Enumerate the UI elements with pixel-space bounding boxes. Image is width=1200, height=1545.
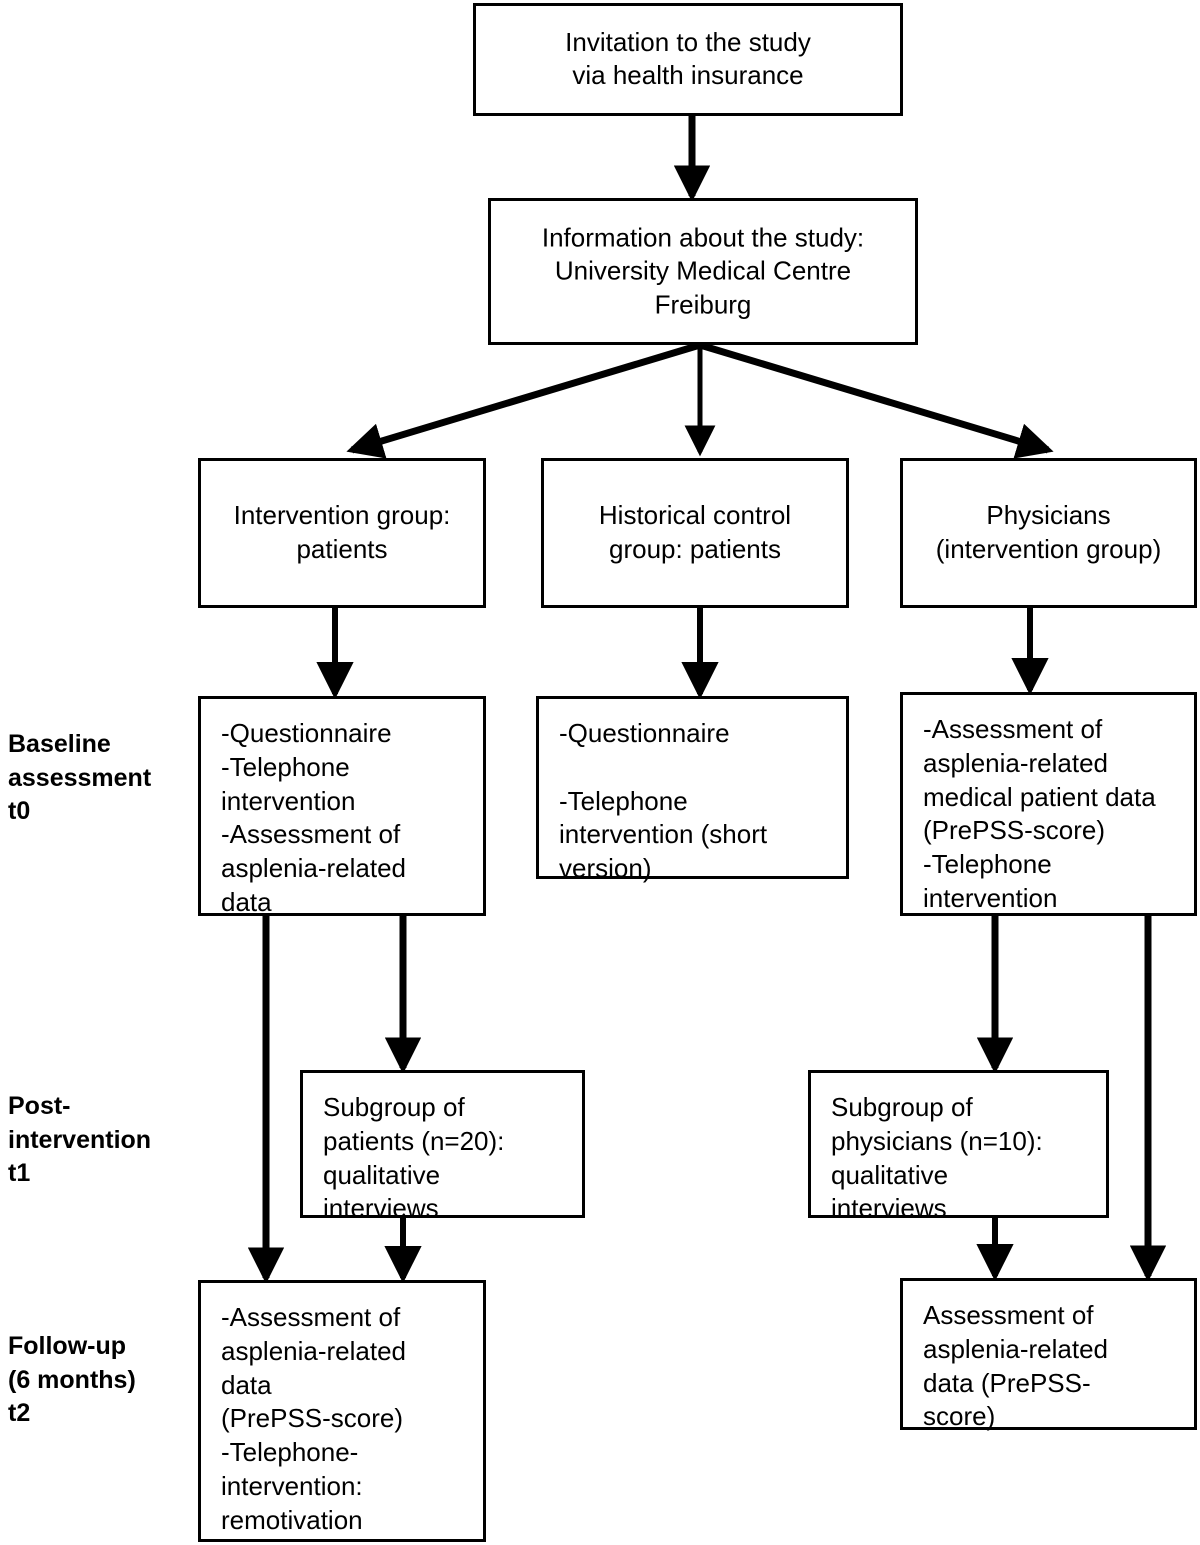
node-baseline-physicians-text: -Assessment of asplenia-related medical …: [923, 714, 1156, 913]
edge-information-to-intervention-group: [346, 341, 702, 459]
node-baseline-control[interactable]: -Questionnaire -Telephone intervention (…: [536, 696, 849, 883]
node-followup-physicians[interactable]: Assessment of asplenia-related data (Pre…: [900, 1278, 1197, 1431]
node-information[interactable]: Information about the study: University …: [488, 198, 918, 345]
node-physicians-text: Physicians (intervention group): [935, 500, 1162, 564]
node-control-group[interactable]: Historical control group: patients: [541, 458, 849, 608]
node-information-text: Information about the study: University …: [541, 221, 865, 320]
node-baseline-intervention-text: -Questionnaire -Telephone intervention -…: [221, 718, 407, 917]
node-followup-physicians-text: Assessment of asplenia-related data (Pre…: [923, 1300, 1109, 1432]
node-followup-patients-text: -Assessment of asplenia-related data (Pr…: [221, 1302, 407, 1535]
stage-label-followup: Follow-up (6 months) t2: [8, 1332, 136, 1427]
node-subgroup-patients[interactable]: Subgroup of patients (n=20): qualitative…: [300, 1070, 585, 1223]
stage-label-post-intervention: Post- intervention t1: [8, 1092, 152, 1187]
node-subgroup-physicians[interactable]: Subgroup of physicians (n=10): qualitati…: [808, 1070, 1109, 1223]
node-invitation-text: Invitation to the study via health insur…: [565, 26, 811, 91]
node-intervention-group[interactable]: Intervention group: patients: [198, 458, 486, 608]
node-physicians[interactable]: Physicians (intervention group): [900, 458, 1197, 608]
node-intervention-group-text: Intervention group: patients: [233, 500, 451, 564]
node-followup-patients[interactable]: -Assessment of asplenia-related data (Pr…: [198, 1280, 486, 1542]
node-baseline-control-text: -Questionnaire -Telephone intervention (…: [559, 718, 768, 884]
node-invitation[interactable]: Invitation to the study via health insur…: [473, 3, 903, 116]
edge-information-to-physicians: [698, 341, 1054, 459]
node-control-group-text: Historical control group: patients: [598, 500, 792, 564]
node-subgroup-patients-text: Subgroup of patients (n=20): qualitative…: [323, 1092, 505, 1224]
node-subgroup-physicians-text: Subgroup of physicians (n=10): qualitati…: [831, 1092, 1043, 1224]
stage-label-baseline: Baseline assessment t0: [8, 730, 152, 825]
node-baseline-physicians[interactable]: -Assessment of asplenia-related medical …: [900, 692, 1197, 916]
node-baseline-intervention[interactable]: -Questionnaire -Telephone intervention -…: [198, 696, 486, 917]
